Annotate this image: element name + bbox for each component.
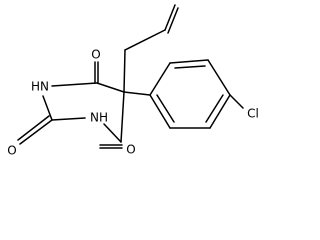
bond-aryl-c6-c1 — [149, 94, 171, 129]
bond-aryl-c2-c3-inner — [174, 65, 206, 69]
atom-label-nh-bottom: NH — [90, 111, 108, 125]
bond-aryl-c1-c2 — [149, 62, 171, 96]
bond-aryl-c2-c3 — [169, 59, 209, 64]
bond-aryl-cl — [229, 94, 244, 109]
atom-label-chlorine: Cl — [247, 107, 259, 121]
bond-n1-c6 — [103, 123, 122, 143]
bond-c5-ch2 — [123, 49, 126, 93]
bond-c6-c5 — [120, 91, 125, 143]
atom-label-nh-left: HN — [31, 80, 49, 94]
bond-c2-n1 — [51, 117, 86, 121]
bond-ch-ch2-double-a — [164, 4, 176, 31]
bond-aryl-c3-c4 — [207, 59, 231, 96]
atom-label-oxygen-top: O — [91, 48, 100, 62]
bond-c5-c4 — [96, 82, 125, 93]
bond-c4-n3 — [51, 82, 98, 87]
chemical-structure-diagram: O HN O NH O Cl — [7, 4, 259, 158]
bond-aryl-c6-c1-inner — [156, 94, 175, 123]
atom-label-oxygen-left: O — [7, 144, 16, 158]
bond-ch-ch2-double-b — [167, 7, 179, 34]
bond-ch2-ch — [124, 29, 166, 51]
bond-c2-o-double-b — [17, 115, 50, 141]
atom-label-oxygen-bottom: O — [126, 143, 135, 157]
bond-n3-c2 — [42, 95, 53, 121]
bond-aryl-c4-c5-inner — [205, 94, 224, 123]
bond-c5-aryl — [123, 91, 151, 96]
bond-aryl-c4-c5 — [209, 94, 231, 129]
bond-c2-o-double-a — [19, 119, 53, 145]
